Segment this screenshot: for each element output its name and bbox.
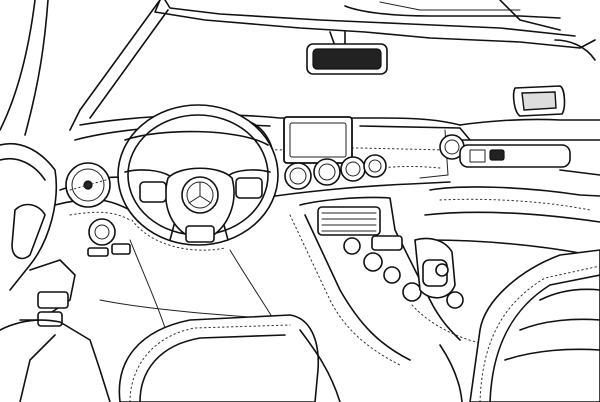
left-air-vent — [65, 162, 111, 208]
steering-wheel — [117, 104, 279, 251]
passenger-seat — [439, 249, 600, 402]
driver-seat — [118, 314, 341, 402]
center-display — [283, 116, 353, 164]
left-a-pillar — [0, 0, 169, 136]
gear-selector — [411, 237, 491, 346]
rear-view-mirror — [306, 31, 388, 75]
center-console — [289, 196, 461, 366]
left-door-panel — [0, 143, 111, 402]
light-switch-panel — [87, 218, 131, 257]
right-door-panel — [424, 139, 600, 256]
center-air-vents — [284, 154, 387, 190]
side-mirror — [512, 85, 566, 117]
windshield-frame — [154, 0, 596, 61]
